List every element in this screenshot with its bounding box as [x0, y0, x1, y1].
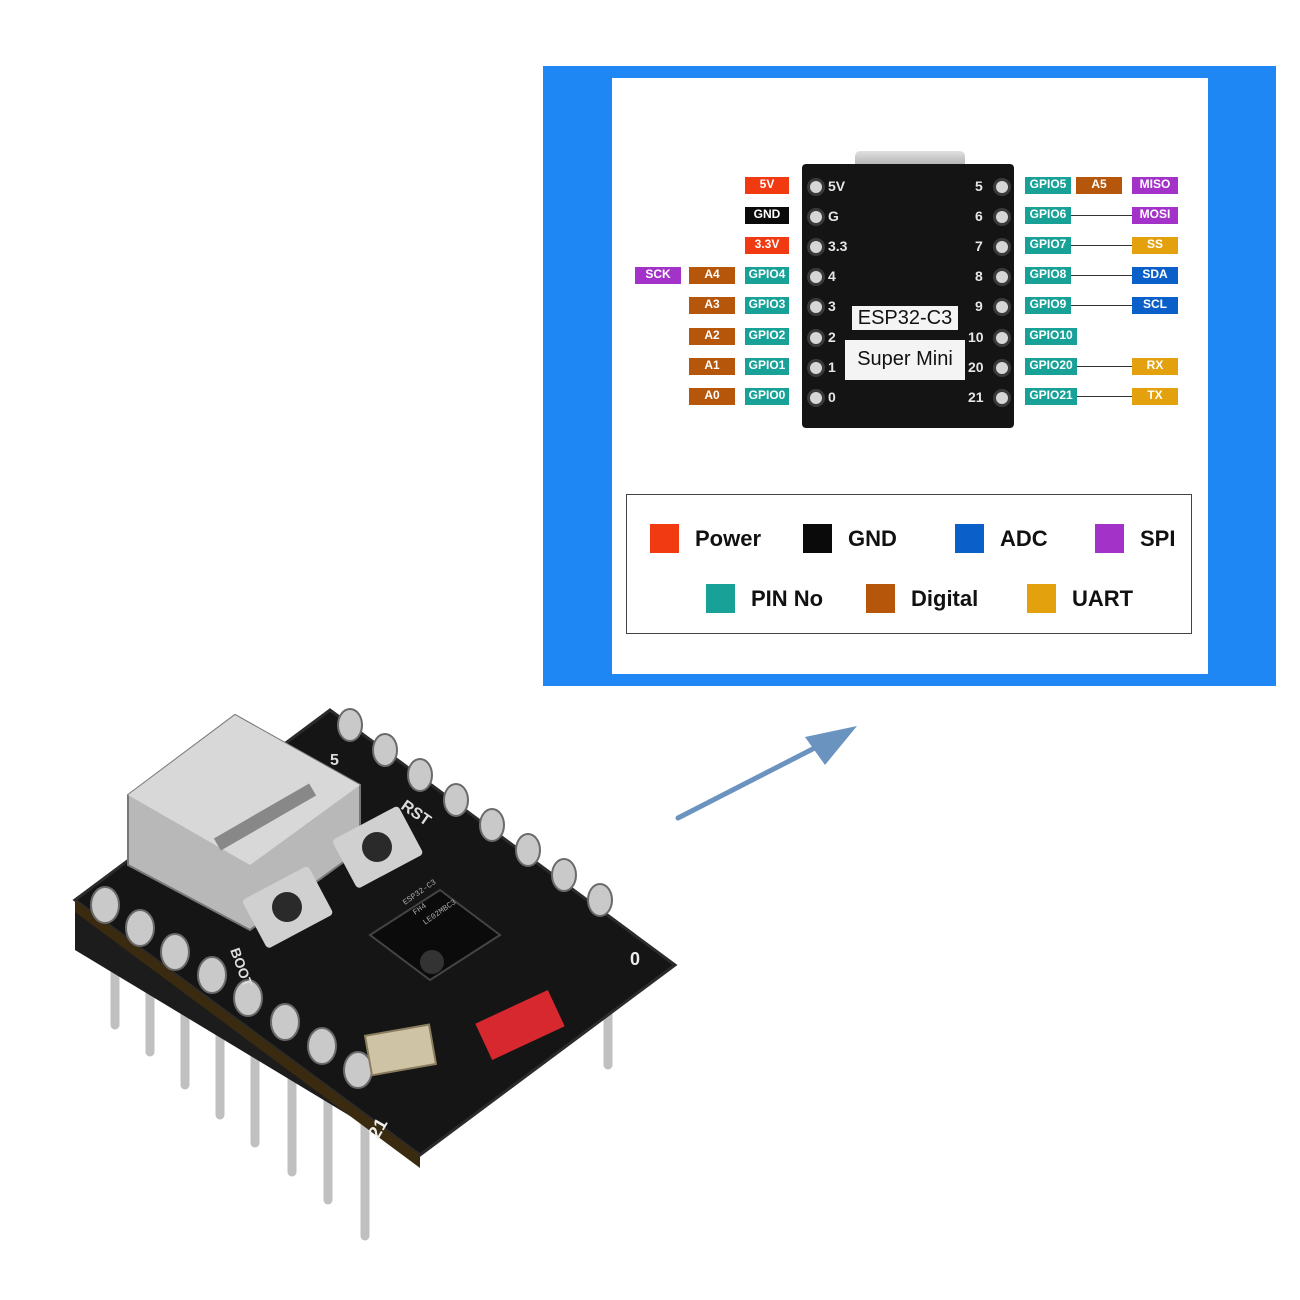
legend-label-power: Power: [695, 526, 762, 551]
legend-swatch-spi: [1095, 524, 1124, 553]
silk-right-number: 20: [968, 359, 984, 375]
chip-name-label: ESP32-C3: [852, 306, 958, 330]
pin-hole-left: [807, 208, 825, 226]
pin-hole-left: [807, 389, 825, 407]
connector-line: [1071, 245, 1132, 246]
legend-label-digital: Digital: [911, 586, 979, 611]
pin-label-uart: RX: [1132, 358, 1178, 375]
pin-hole-right: [993, 389, 1011, 407]
pin-label-pin: GPIO9: [1025, 297, 1071, 314]
pin-label-digital: A3: [689, 297, 735, 314]
silk-left-number: 0: [828, 389, 836, 405]
pin-label-pin: GPIO1: [745, 358, 789, 375]
chip-model-label: Super Mini: [845, 340, 965, 380]
pin-label-power: 5V: [745, 177, 789, 194]
legend-label-pin: PIN No: [751, 586, 824, 611]
pin-hole-left: [807, 268, 825, 286]
legend-swatch-digital: [866, 584, 895, 613]
pin-label-pin: GPIO7: [1025, 237, 1071, 254]
pin-label-pin: GPIO3: [745, 297, 789, 314]
silk-left-number: 2: [828, 329, 836, 345]
pin-label-uart: TX: [1132, 388, 1178, 405]
pin-label-digital: A2: [689, 328, 735, 345]
pin-label-gnd: GND: [745, 207, 789, 224]
pin-hole-left: [807, 329, 825, 347]
pin-hole-right: [993, 268, 1011, 286]
pin-hole-right: [993, 298, 1011, 316]
pin-hole-right: [993, 329, 1011, 347]
legend-label-gnd: GND: [848, 526, 897, 551]
legend-label-spi: SPI: [1140, 526, 1176, 551]
pin-label-digital: A0: [689, 388, 735, 405]
pin-hole-left: [807, 359, 825, 377]
pin-label-pin: GPIO10: [1025, 328, 1077, 345]
pin-label-pin: GPIO8: [1025, 267, 1071, 284]
pin-label-spi: MOSI: [1132, 207, 1178, 224]
pin-hole-right: [993, 178, 1011, 196]
color-legend: [626, 494, 1192, 634]
pin-hole-right: [993, 208, 1011, 226]
silk-right-number: 9: [975, 298, 983, 314]
pin-hole-left: [807, 178, 825, 196]
silk-right-number: 5: [975, 178, 983, 194]
legend-label-uart: UART: [1072, 586, 1134, 611]
silk-right-number: 8: [975, 268, 983, 284]
pin-hole-left: [807, 298, 825, 316]
pin-label-pin: GPIO4: [745, 267, 789, 284]
silk-right-number: 10: [968, 329, 984, 345]
silk-right-number: 7: [975, 238, 983, 254]
connector-line: [1077, 396, 1132, 397]
pin-hole-right: [993, 238, 1011, 256]
board-photo: RST BOOT 0 21 5 ESP32-C3 FH4 LE02MBC3: [72, 708, 678, 1241]
silk-left-number: G: [828, 208, 839, 224]
pin-label-spi: SCK: [635, 267, 681, 284]
connector-line: [1071, 215, 1132, 216]
pin-hole-left: [807, 238, 825, 256]
pin-label-adc: SCL: [1132, 297, 1178, 314]
silk-right-number: 6: [975, 208, 983, 224]
pin-label-digital: A1: [689, 358, 735, 375]
silk-pin5: 5: [330, 752, 339, 769]
silk-pin0: 0: [630, 949, 640, 969]
pin-label-adc: SDA: [1132, 267, 1178, 284]
silk-left-number: 3.3: [828, 238, 848, 254]
pin-label-pin: GPIO21: [1025, 388, 1077, 405]
pin-label-power: 3.3V: [745, 237, 789, 254]
legend-swatch-power: [650, 524, 679, 553]
connector-line: [1071, 305, 1132, 306]
silk-left-number: 5V: [828, 178, 846, 194]
pin-label-pin: GPIO0: [745, 388, 789, 405]
pin-label-digital: A5: [1076, 177, 1122, 194]
pin-hole-right: [993, 359, 1011, 377]
silk-left-number: 1: [828, 359, 836, 375]
pin-label-pin: GPIO20: [1025, 358, 1077, 375]
legend-swatch-gnd: [803, 524, 832, 553]
pin-label-pin: GPIO2: [745, 328, 789, 345]
arrow-icon: [675, 726, 857, 821]
legend-swatch-pin: [706, 584, 735, 613]
legend-swatch-uart: [1027, 584, 1056, 613]
legend-label-adc: ADC: [1000, 526, 1048, 551]
silk-left-number: 3: [828, 298, 836, 314]
legend-swatch-adc: [955, 524, 984, 553]
connector-line: [1071, 275, 1132, 276]
silk-right-number: 21: [968, 389, 984, 405]
board-top-view: [802, 164, 1014, 428]
pin-label-pin: GPIO6: [1025, 207, 1071, 224]
pin-label-spi: MISO: [1132, 177, 1178, 194]
pin-label-uart: SS: [1132, 237, 1178, 254]
pin-label-pin: GPIO5: [1025, 177, 1071, 194]
silk-left-number: 4: [828, 268, 836, 284]
connector-line: [1077, 366, 1132, 367]
pin-label-digital: A4: [689, 267, 735, 284]
